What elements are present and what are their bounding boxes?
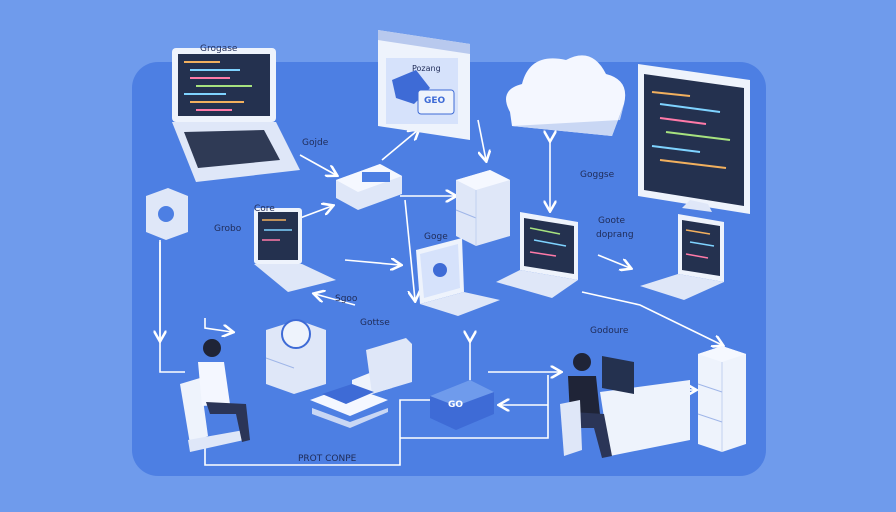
window-title: Pozang (412, 64, 441, 73)
arrow-hub-down (404, 199, 415, 300)
arrow-to-filing (581, 291, 722, 345)
label-grobo: Grobo (214, 224, 242, 234)
router-icon (336, 164, 402, 210)
laptop-graph-icon (416, 238, 500, 316)
badge-label: GO (448, 400, 464, 410)
laptop-small-icon (254, 208, 336, 292)
label-gottse: Gottse (360, 318, 390, 328)
arrow-to-cabinet (204, 318, 232, 332)
window-logo: GEO (424, 96, 446, 106)
arrow-sgoo (315, 294, 356, 306)
arrow-laptop2-to-laptop3 (344, 260, 400, 265)
arrow-window-to-server (477, 119, 486, 160)
arrow-to-laptop5 (597, 254, 630, 268)
label-core: Core (254, 204, 275, 214)
book-stack-icon (310, 384, 388, 428)
label-sgoo: Sgoo (335, 294, 358, 304)
arrow-bottom-loop (204, 399, 430, 466)
database-cabinet-icon (265, 319, 326, 394)
person-sitting-icon (180, 339, 250, 452)
cube-icon (146, 188, 188, 240)
person-at-desk-icon (560, 353, 690, 458)
label-gogo: Goge (424, 232, 448, 242)
filing-cabinet-icon (697, 346, 746, 452)
arrow-laptop2-to-hub (299, 206, 332, 219)
go-badge-block (430, 380, 494, 430)
arrow-hub-to-window (381, 130, 418, 161)
browser-window-icon (378, 30, 470, 140)
connector-arrows (159, 119, 722, 466)
label-prot-conpe: PROT CONPE (298, 454, 357, 464)
label-doprang: doprang (596, 230, 634, 240)
cloud-icon (506, 55, 626, 137)
arrow-cube-to-person (159, 242, 185, 373)
label-godoure: Godoure (590, 326, 629, 336)
laptop-right-icon (640, 214, 724, 300)
desktop-monitor-icon (638, 64, 750, 214)
arrow-bottom-return (400, 375, 549, 439)
laptop-large-icon (172, 48, 300, 182)
laptop-dark-icon (496, 212, 578, 298)
label-goggse: Goggse (580, 170, 615, 180)
label-top-left: Grogase (200, 44, 238, 54)
server-stack-icon (455, 170, 510, 246)
arrow-laptop-to-hub (299, 154, 336, 175)
label-gojde: Gojde (302, 138, 329, 148)
label-goote: Goote (598, 216, 626, 226)
